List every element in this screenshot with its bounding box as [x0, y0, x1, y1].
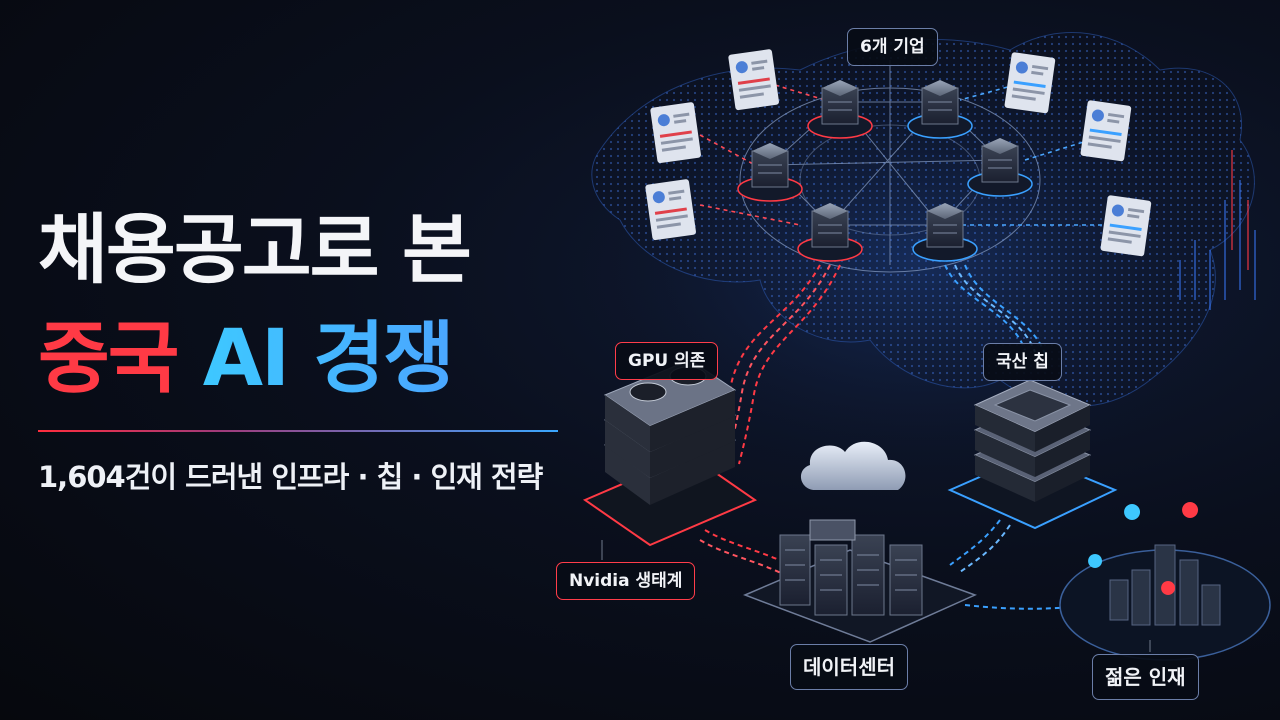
gradient-divider — [38, 430, 558, 432]
label-datacenter: 데이터센터 — [790, 644, 908, 690]
subtitle: 1,604건이 드러낸 인프라 · 칩 · 인재 전략 — [38, 460, 543, 494]
resume-connectors — [699, 84, 1110, 226]
label-domestic-chip: 국산 칩 — [983, 343, 1062, 381]
talent-city-illustration — [1059, 502, 1271, 661]
gpu-stack-illustration — [582, 359, 758, 547]
headline-line-1: 채용공고로 본 — [38, 205, 472, 294]
headline-ai-competition: AI 경쟁 — [202, 314, 455, 404]
label-six-companies: 6개 기업 — [847, 28, 938, 66]
label-young-talent: 젊은 인재 — [1092, 654, 1199, 700]
headline-china: 중국 — [38, 314, 180, 404]
resume-cards — [645, 49, 1152, 257]
headline-line-2: 중국 AI 경쟁 — [38, 296, 455, 408]
datacenter-illustration — [742, 441, 978, 643]
label-gpu-dependence: GPU 의존 — [615, 342, 719, 380]
company-nodes — [737, 80, 1033, 262]
label-nvidia-ecosystem: Nvidia 생태계 — [556, 562, 696, 600]
domestic-chip-illustration — [947, 379, 1118, 530]
location-pins — [1088, 502, 1199, 595]
